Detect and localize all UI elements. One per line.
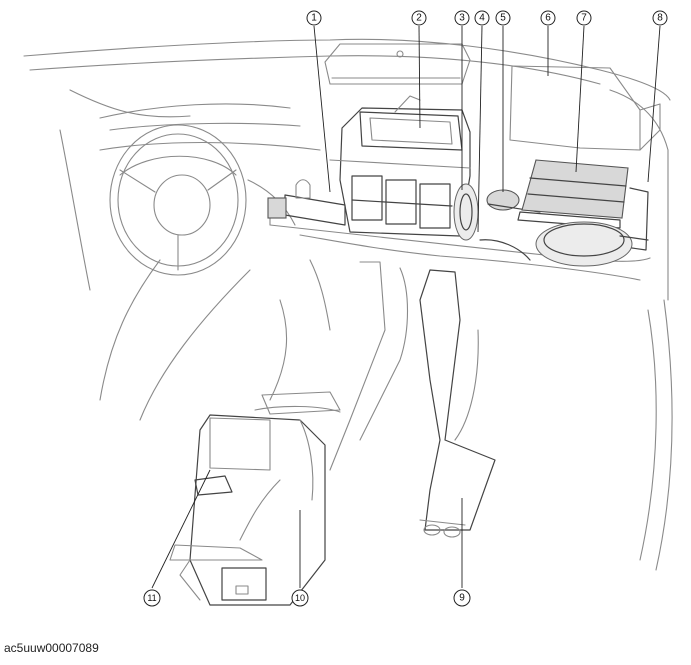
- callout-8-label: 8: [657, 13, 663, 24]
- blower-motor: [453, 183, 479, 241]
- figure-caption: ac5uuw00007089: [4, 641, 99, 655]
- callout-1-label: 1: [311, 13, 317, 24]
- callout-7-label: 7: [581, 13, 587, 24]
- callout-6-label: 6: [545, 13, 551, 24]
- rear-duct: [419, 269, 496, 538]
- steering-wheel: [109, 124, 296, 276]
- left-duct: [267, 179, 346, 226]
- callout-9-label: 9: [459, 593, 465, 604]
- center-console: [254, 259, 409, 471]
- callout-3: 3: [454, 10, 470, 26]
- callout-1: 1: [306, 10, 322, 26]
- callout-5-label: 5: [500, 13, 506, 24]
- callout-8: 8: [652, 10, 668, 26]
- callout-6: 6: [540, 10, 556, 26]
- heater-unit: [329, 95, 471, 237]
- callout-7: 7: [576, 10, 592, 26]
- callout-4: 4: [474, 10, 490, 26]
- rear-console: [169, 414, 326, 606]
- callout-10: 10: [291, 589, 309, 607]
- callout-2: 2: [411, 10, 427, 26]
- leader-lines: [151, 25, 661, 589]
- air-filter: [517, 159, 629, 229]
- blower-fan: [535, 187, 649, 267]
- dashboard-outline: [23, 38, 673, 571]
- callout-11: 11: [143, 589, 161, 607]
- top-display: [324, 43, 471, 85]
- callout-11-label: 11: [147, 593, 156, 603]
- resistor-unit: [479, 189, 541, 261]
- callout-5: 5: [495, 10, 511, 26]
- glove-box: [509, 65, 661, 151]
- callout-9: 9: [453, 589, 471, 607]
- callout-4-label: 4: [479, 13, 485, 24]
- callout-2-label: 2: [416, 13, 422, 24]
- callout-10-label: 10: [295, 593, 305, 603]
- callout-3-label: 3: [459, 13, 465, 24]
